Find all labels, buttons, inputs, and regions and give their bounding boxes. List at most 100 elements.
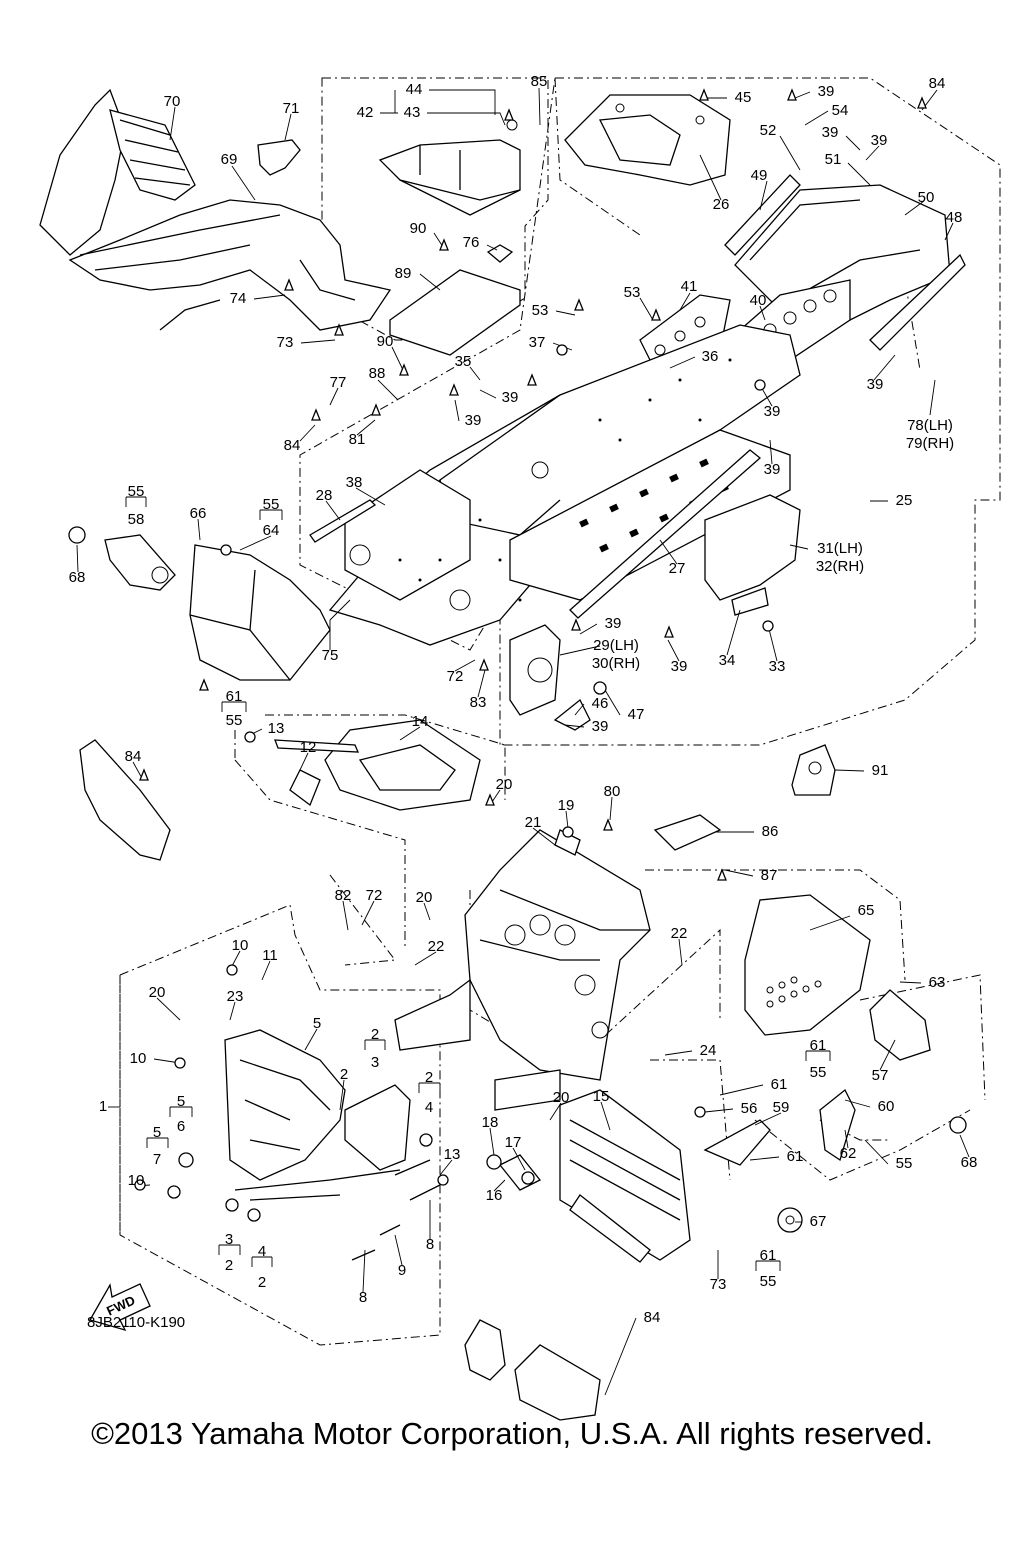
callout-c2a: 2 bbox=[371, 1026, 379, 1043]
callout-c79: 79(RH) bbox=[906, 435, 954, 452]
callout-c20a: 20 bbox=[496, 776, 513, 793]
callout-c21: 21 bbox=[525, 814, 542, 831]
callout-c51: 51 bbox=[825, 151, 842, 168]
callout-c85: 85 bbox=[531, 73, 548, 90]
callout-c78: 78(LH) bbox=[907, 417, 953, 434]
callout-c28: 28 bbox=[316, 487, 333, 504]
main-tunnel-chassis bbox=[309, 324, 801, 646]
callout-c72a: 72 bbox=[447, 668, 464, 685]
right-side-guards bbox=[703, 894, 967, 1166]
callout-c58: 58 bbox=[128, 511, 145, 528]
callout-c54: 54 bbox=[832, 102, 849, 119]
callout-c90b: 90 bbox=[377, 333, 394, 350]
callout-c73a: 73 bbox=[277, 334, 294, 351]
callout-c77: 77 bbox=[330, 374, 347, 391]
callout-c52: 52 bbox=[760, 122, 777, 139]
callout-c17: 17 bbox=[505, 1134, 522, 1151]
callout-c55d: 55 bbox=[810, 1064, 827, 1081]
callout-c10a: 10 bbox=[232, 937, 249, 954]
callout-c76: 76 bbox=[463, 234, 480, 251]
callout-c84b: 84 bbox=[284, 437, 301, 454]
callout-c70: 70 bbox=[164, 93, 181, 110]
callout-c39e: 39 bbox=[465, 412, 482, 429]
callout-c15: 15 bbox=[593, 1088, 610, 1105]
callout-c74: 74 bbox=[230, 290, 247, 307]
callout-c38: 38 bbox=[346, 474, 363, 491]
callout-c14: 14 bbox=[412, 713, 429, 730]
callout-c62: 62 bbox=[840, 1145, 857, 1162]
callout-c55a: 55 bbox=[128, 483, 145, 500]
callout-c84d: 84 bbox=[644, 1309, 661, 1326]
callout-c49: 49 bbox=[751, 167, 768, 184]
callout-c4a: 4 bbox=[425, 1099, 433, 1116]
seat-plate bbox=[389, 244, 521, 356]
callout-c71: 71 bbox=[283, 100, 300, 117]
callout-c31: 31(LH) bbox=[817, 540, 863, 557]
callout-c6: 6 bbox=[177, 1118, 185, 1135]
callout-c10c: 10 bbox=[128, 1172, 145, 1189]
front-left-mounts bbox=[68, 526, 331, 681]
callout-c34: 34 bbox=[719, 652, 736, 669]
callout-c3a: 3 bbox=[371, 1054, 379, 1071]
callout-c35: 35 bbox=[455, 353, 472, 370]
callout-c9: 9 bbox=[398, 1262, 406, 1279]
side-brackets bbox=[509, 494, 836, 796]
callout-c67: 67 bbox=[810, 1213, 827, 1230]
callout-c73b: 73 bbox=[710, 1276, 727, 1293]
callout-c7: 7 bbox=[153, 1151, 161, 1168]
callout-c32: 32(RH) bbox=[816, 558, 864, 575]
callout-c82: 82 bbox=[335, 887, 352, 904]
callout-c64: 64 bbox=[263, 522, 280, 539]
callout-c86: 86 bbox=[762, 823, 779, 840]
callout-c42: 42 bbox=[357, 104, 374, 121]
callout-c48: 48 bbox=[946, 209, 963, 226]
callout-c61e: 61 bbox=[760, 1247, 777, 1264]
callout-c55b: 55 bbox=[263, 496, 280, 513]
callout-c2b: 2 bbox=[340, 1066, 348, 1083]
small-hardware bbox=[486, 814, 803, 1233]
rear-bumper-bracket bbox=[378, 119, 521, 216]
callout-c39f: 39 bbox=[764, 403, 781, 420]
callout-c45: 45 bbox=[735, 89, 752, 106]
callout-c37: 37 bbox=[529, 334, 546, 351]
callout-c16: 16 bbox=[486, 1187, 503, 1204]
callout-c61a: 61 bbox=[226, 688, 243, 705]
callout-c4b: 4 bbox=[258, 1243, 266, 1260]
callout-c43: 43 bbox=[404, 104, 421, 121]
callout-c57: 57 bbox=[872, 1067, 889, 1084]
callout-c81: 81 bbox=[349, 431, 366, 448]
callout-c36: 36 bbox=[702, 348, 719, 365]
callout-c24: 24 bbox=[700, 1042, 717, 1059]
fasteners bbox=[134, 88, 927, 1261]
callout-c18: 18 bbox=[482, 1114, 499, 1131]
callout-c55f: 55 bbox=[760, 1273, 777, 1290]
callout-c23: 23 bbox=[227, 988, 244, 1005]
callout-c61d: 61 bbox=[787, 1148, 804, 1165]
callout-c84a: 84 bbox=[929, 75, 946, 92]
callout-c20b: 20 bbox=[416, 889, 433, 906]
callout-c22a: 22 bbox=[428, 938, 445, 955]
front-frame-center bbox=[394, 829, 691, 1263]
callout-c8a: 8 bbox=[426, 1236, 434, 1253]
callout-c83: 83 bbox=[470, 694, 487, 711]
callout-c68a: 68 bbox=[69, 569, 86, 586]
steering-support bbox=[274, 719, 481, 811]
callout-c20d: 20 bbox=[553, 1089, 570, 1106]
side-cover-bracket bbox=[79, 739, 171, 861]
callout-c39h: 39 bbox=[764, 461, 781, 478]
callout-c46: 46 bbox=[592, 695, 609, 712]
callout-c47: 47 bbox=[628, 706, 645, 723]
callout-c22b: 22 bbox=[671, 925, 688, 942]
rear-plate bbox=[564, 94, 731, 186]
callout-c11: 11 bbox=[262, 947, 278, 964]
callout-c29: 29(LH) bbox=[593, 637, 639, 654]
leader-lines bbox=[76, 87, 970, 1396]
callout-c2c: 2 bbox=[425, 1069, 433, 1086]
callout-c88: 88 bbox=[369, 365, 386, 382]
callout-c2d: 2 bbox=[225, 1257, 233, 1274]
callout-c65: 65 bbox=[858, 902, 875, 919]
callout-c44: 44 bbox=[406, 81, 423, 98]
